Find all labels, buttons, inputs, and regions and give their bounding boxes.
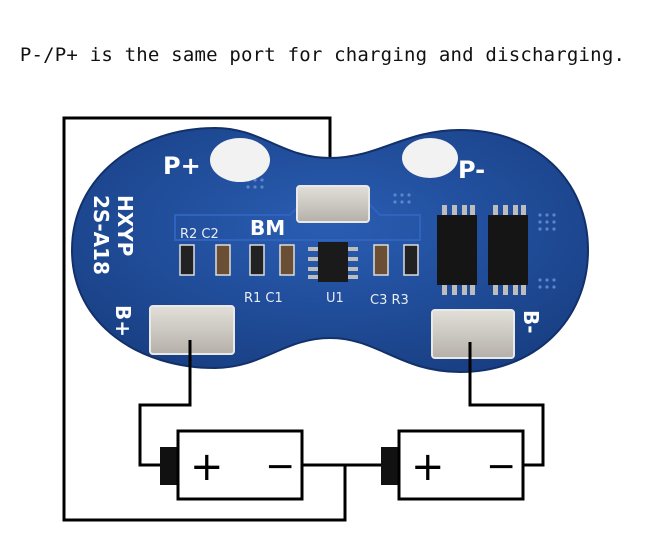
- battery-left-plus: +: [190, 444, 224, 490]
- battery-right-minus: −: [486, 446, 516, 487]
- battery-right: + −: [381, 429, 525, 501]
- label-b-plus: B+: [111, 305, 135, 337]
- ic-u1: [308, 242, 358, 282]
- caption: P-/P+ is the same port for charging and …: [19, 44, 626, 66]
- label-u1: U1: [326, 291, 344, 306]
- p-plus-marker: [210, 138, 270, 182]
- label-bm: BM: [250, 216, 285, 240]
- pad-b-plus: [149, 305, 235, 355]
- label-r2-c2: R2 C2: [180, 227, 219, 242]
- wires-battery: [138, 340, 545, 467]
- label-c3-r3: C3 R3: [370, 293, 409, 308]
- pad-bm: [296, 185, 370, 223]
- label-b-minus: B-: [519, 310, 543, 334]
- battery-left-minus: −: [265, 446, 295, 487]
- label-p-minus: P-: [458, 156, 485, 184]
- p-minus-marker: [402, 138, 458, 178]
- smd-components: [179, 244, 419, 276]
- model-line1: HXYP: [113, 195, 137, 256]
- battery-right-plus: +: [411, 444, 445, 490]
- battery-left: + −: [160, 429, 304, 501]
- mosfet-left: [437, 205, 477, 295]
- pad-b-minus: [431, 309, 515, 359]
- model-text: HXYP 2S-A18: [89, 195, 137, 275]
- model-line2: 2S-A18: [89, 195, 113, 275]
- via-dots: [246, 178, 556, 289]
- label-r1-c1: R1 C1: [244, 291, 283, 306]
- wire-p-plus: [62, 116, 347, 522]
- mosfet-right: [488, 205, 528, 295]
- label-p-plus: P+: [163, 152, 201, 180]
